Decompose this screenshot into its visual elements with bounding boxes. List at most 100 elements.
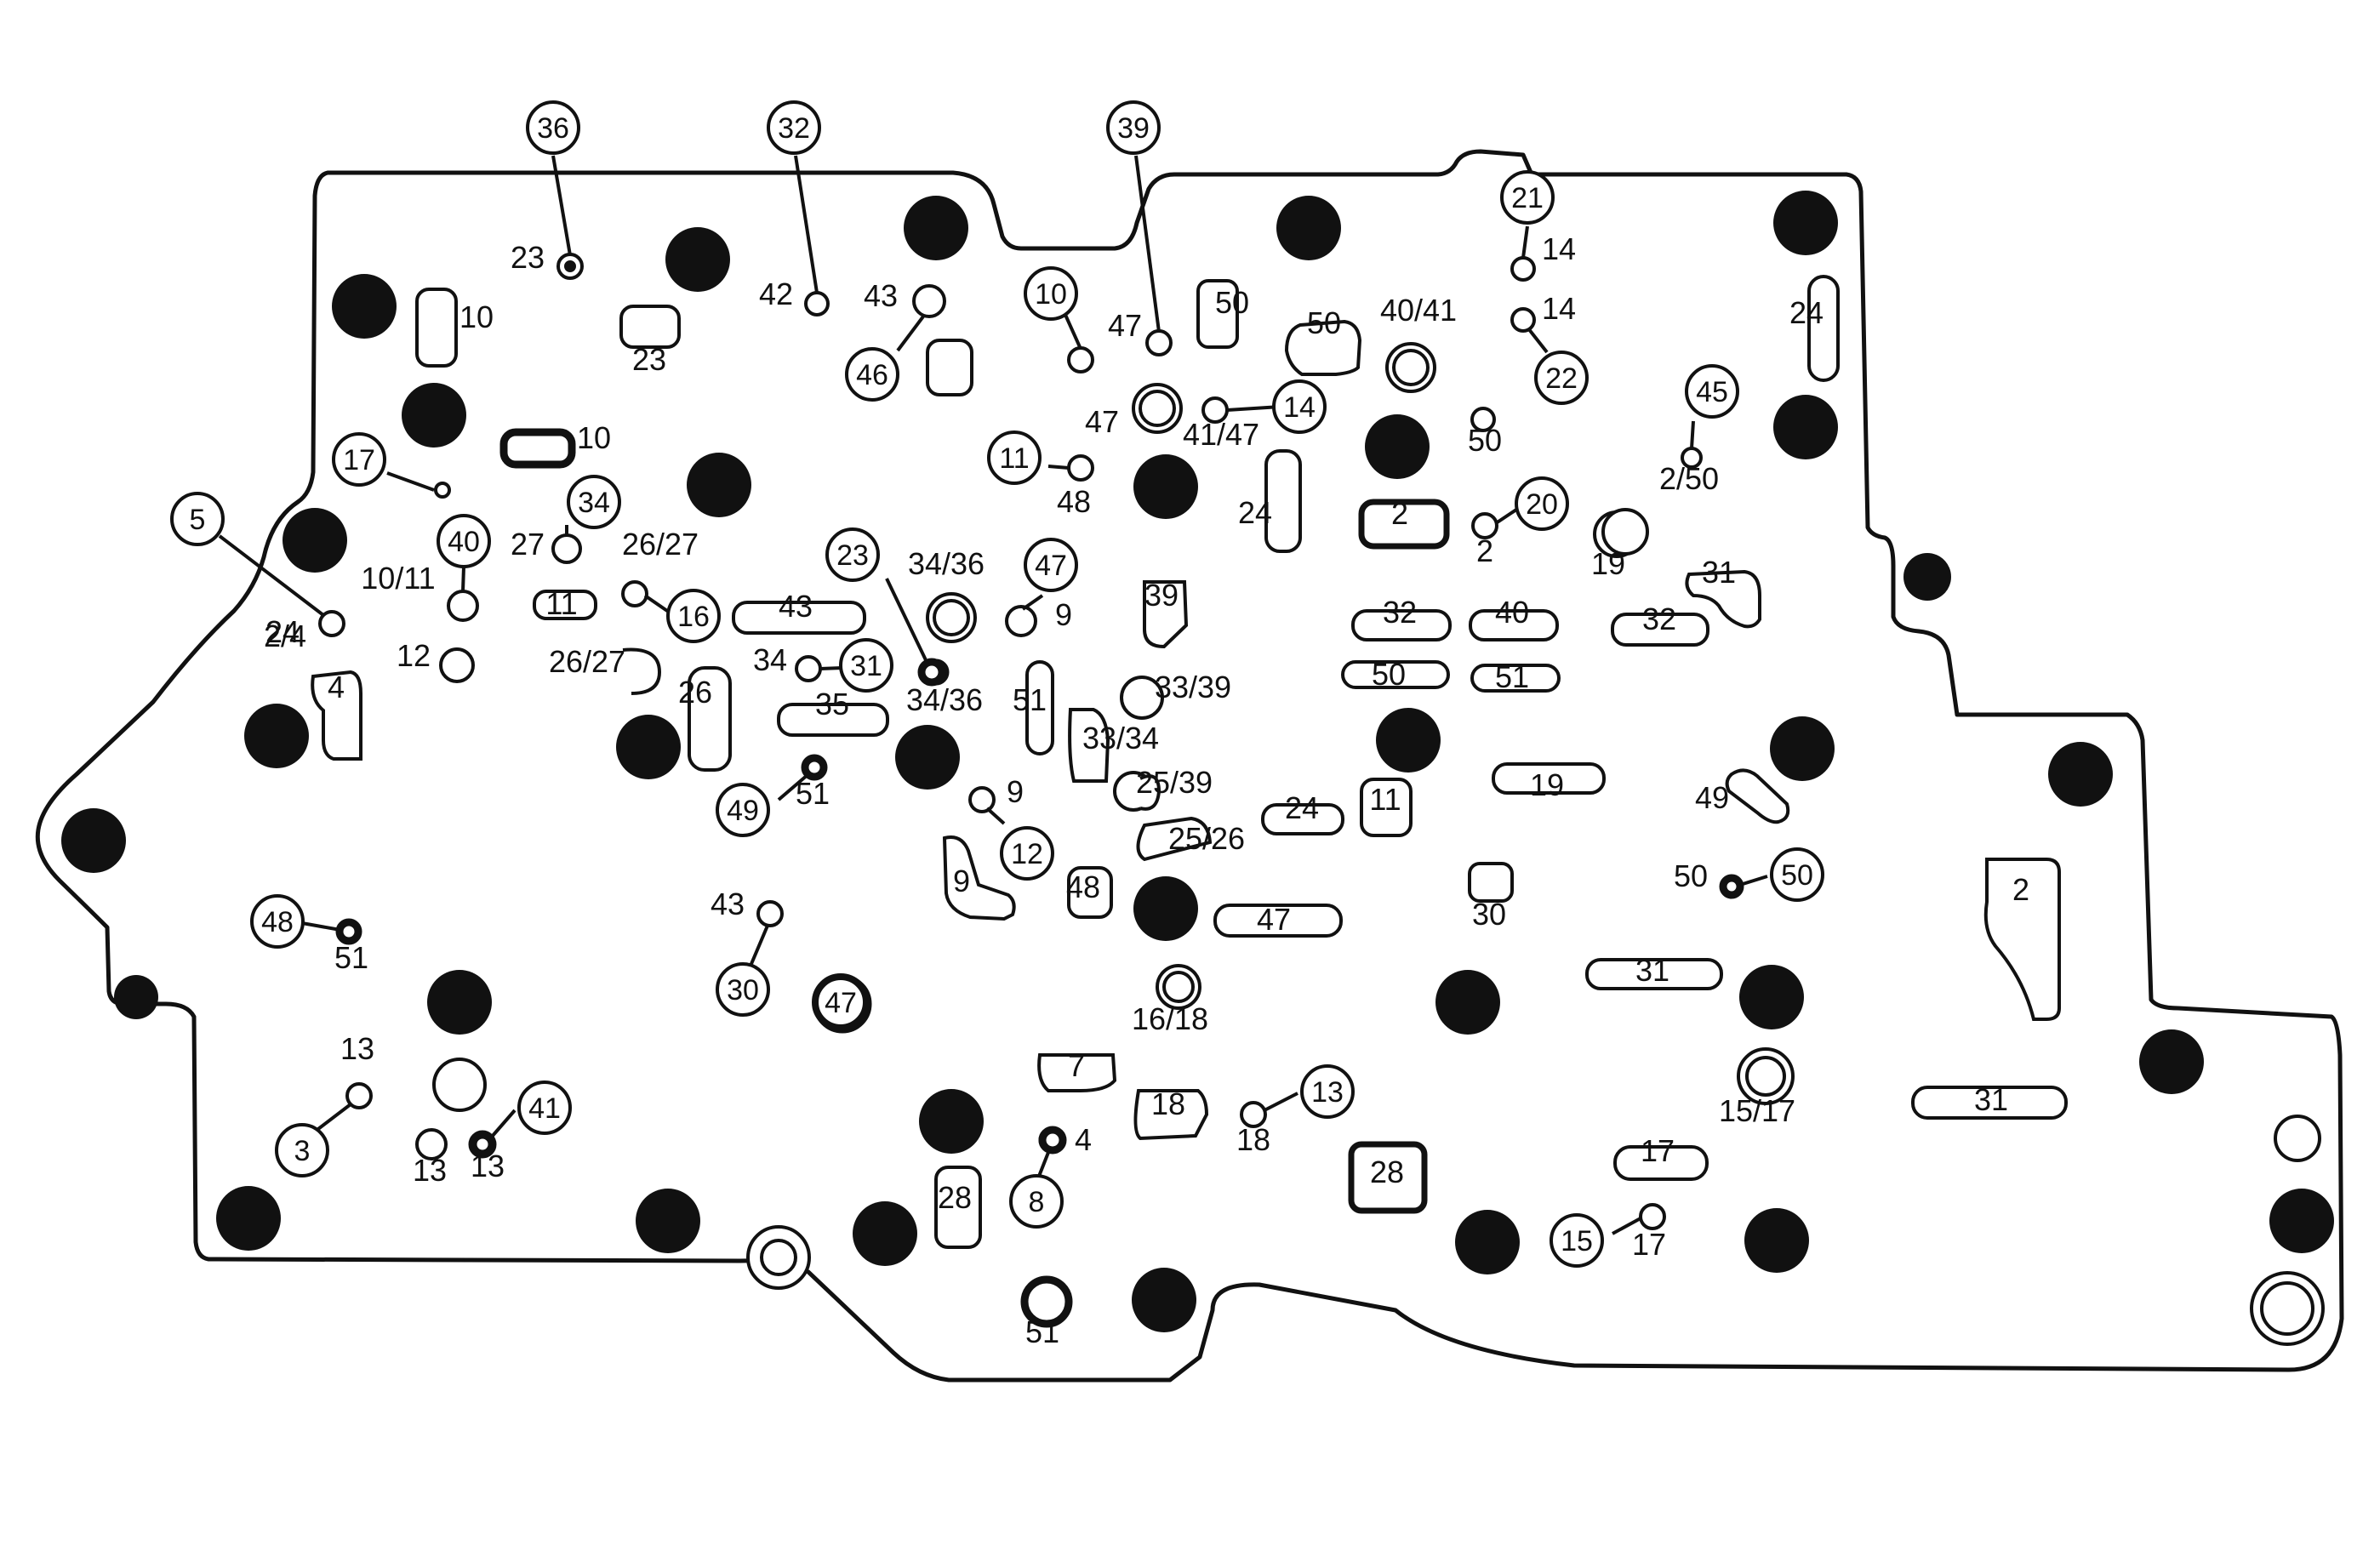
callout-bubble: 41 — [517, 1080, 572, 1135]
passage-35 — [777, 703, 889, 737]
leader-line — [551, 155, 572, 256]
callout-circle — [1300, 1064, 1355, 1119]
leader-line — [747, 925, 769, 971]
passage-label: 11 — [545, 586, 577, 621]
callout-circle — [987, 430, 1042, 485]
bolt-hole — [332, 274, 397, 339]
passage-label: 27 — [511, 527, 545, 562]
port — [968, 786, 996, 813]
open-hole — [2260, 1281, 2314, 1336]
passage-label: 33/39 — [1155, 670, 1231, 704]
bolt-hole — [1773, 395, 1838, 459]
passage-label: 43 — [779, 589, 813, 624]
open-hole — [1162, 971, 1195, 1003]
port — [551, 533, 582, 564]
callout-circle — [845, 347, 899, 402]
leader-line — [1064, 314, 1082, 350]
passage-label: 51 — [796, 776, 830, 811]
callout-bubble: 20 — [1515, 476, 1569, 531]
leader-lines — [218, 155, 1768, 1235]
passage-4 — [311, 670, 362, 761]
open-hole — [1392, 349, 1430, 386]
callout-number: 31 — [850, 650, 882, 682]
passage-label: 34 — [753, 642, 787, 677]
callout-number: 30 — [727, 974, 759, 1006]
callout-number: 36 — [537, 112, 569, 145]
passage-label: 18 — [1151, 1086, 1185, 1121]
passage-label: 11 — [1369, 782, 1401, 817]
callout-bubble: 5 — [170, 492, 225, 546]
callout-circle — [839, 638, 893, 693]
passage-label: 43 — [864, 278, 898, 313]
passage-31a — [1685, 569, 1761, 629]
port — [1120, 676, 1164, 720]
bolt-hole — [216, 1186, 281, 1251]
passage-label: 48 — [1066, 870, 1100, 904]
open-hole — [1601, 508, 1649, 556]
callout-bubble: 32 — [767, 100, 821, 155]
leader-line — [301, 921, 341, 932]
port — [1067, 454, 1094, 482]
passage-label: 23 — [632, 342, 666, 377]
passage-11a — [533, 590, 597, 620]
callout-circle — [767, 100, 821, 155]
port — [1038, 1126, 1067, 1155]
callout-bubble: 22 — [1534, 351, 1589, 405]
passage-43a — [732, 601, 866, 635]
port — [1510, 307, 1536, 333]
open-hole — [760, 1239, 797, 1276]
passage-label: 51 — [1025, 1314, 1059, 1349]
bolt-holes — [61, 191, 2334, 1332]
passage-49 — [1725, 768, 1790, 824]
callout-circle — [1106, 100, 1161, 155]
leader-line — [896, 315, 925, 352]
callout-number: 14 — [1283, 391, 1316, 424]
bolt-hole — [1376, 708, 1441, 773]
port — [795, 655, 822, 682]
passage-label: 15/17 — [1719, 1093, 1795, 1128]
passage-label: 18 — [1236, 1122, 1270, 1157]
passage-label: 10 — [577, 420, 611, 455]
callout-number: 21 — [1511, 182, 1544, 214]
passage-10b — [499, 428, 576, 469]
passage-51b — [1470, 664, 1561, 693]
passage-30 — [1468, 862, 1514, 903]
passage-label: 10 — [459, 299, 494, 334]
bolt-hole — [919, 1089, 984, 1154]
callout-number: 39 — [1117, 112, 1150, 145]
callout-circle — [1272, 379, 1327, 434]
passage-label: 12 — [397, 638, 431, 673]
leader-line — [1494, 506, 1521, 525]
callout-circle — [1000, 826, 1054, 881]
callout-circle — [170, 492, 225, 546]
callout-circle — [567, 475, 621, 529]
passage-24b — [1264, 449, 1302, 553]
callout-bubble: 30 — [716, 962, 770, 1017]
callout-circle — [1685, 364, 1739, 419]
callout-number: 23 — [836, 539, 869, 572]
leader-line — [1134, 155, 1161, 333]
callout-bubble: 11 — [987, 430, 1042, 485]
leader-line — [218, 534, 325, 617]
bolt-hole — [2139, 1029, 2204, 1094]
leader-line — [490, 1109, 517, 1138]
passage-label: 24 — [1789, 295, 1824, 330]
bolt-hole — [114, 975, 158, 1019]
passage-label: 9 — [1055, 597, 1072, 632]
passage-label: 47 — [1085, 404, 1119, 439]
passage-label: 34/36 — [906, 682, 983, 717]
passage-31c — [1911, 1086, 2068, 1120]
callout-bubble: 12 — [1000, 826, 1054, 881]
passage-label: 4 — [1075, 1122, 1092, 1157]
passage-label: 33/34 — [1082, 721, 1159, 755]
passage-11b — [1360, 778, 1413, 837]
passage-label: 2/4 — [264, 619, 306, 653]
passage-3334 — [1068, 708, 1110, 783]
passage-label: 23 — [511, 240, 545, 275]
passage-39 — [1143, 580, 1189, 649]
callout-number: 47 — [1035, 550, 1067, 582]
port — [1145, 329, 1173, 356]
callout-circle — [1009, 1174, 1064, 1229]
passage-50b — [1284, 319, 1362, 376]
